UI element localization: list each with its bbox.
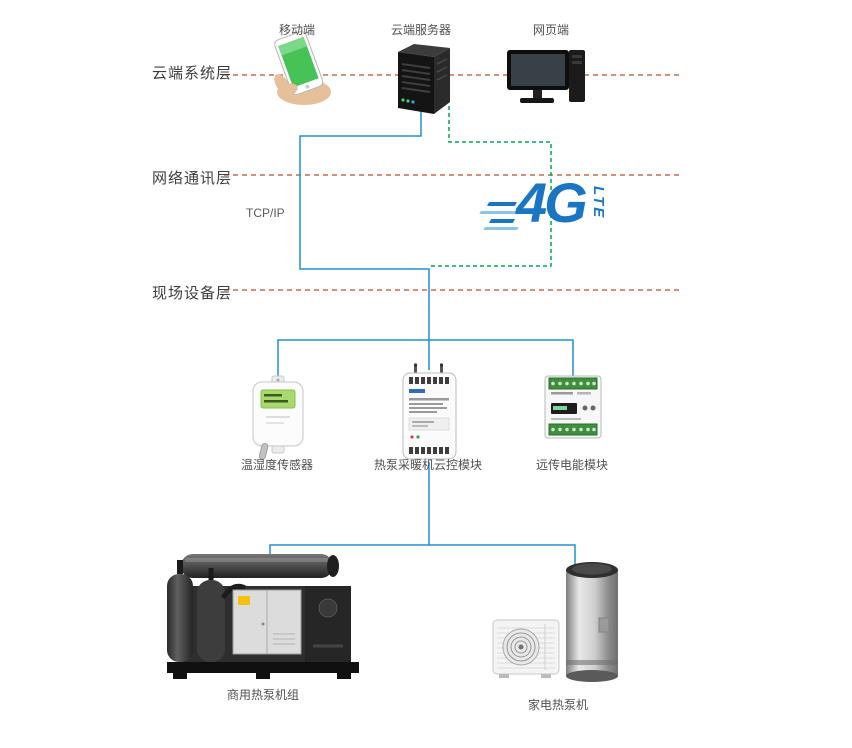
layer-label-field: 现场设备层 — [152, 285, 233, 302]
home-heat-pump-tank-icon — [566, 562, 618, 682]
temp-humidity-sensor-icon — [252, 375, 304, 460]
cloud-control-module-icon — [402, 363, 457, 460]
layer-label-network: 网络通讯层 — [152, 170, 233, 187]
lte-4g-text: 4G — [516, 171, 588, 234]
web-terminal-icon — [507, 50, 585, 103]
label-cloud-server: 云端服务器 — [390, 23, 452, 37]
lte-4g-logo: 4G LTE — [479, 172, 622, 250]
cloud-server-icon — [398, 44, 450, 114]
label-web: 网页端 — [532, 23, 570, 37]
label-mobile: 移动端 — [278, 23, 316, 37]
speed-line-icon — [488, 219, 516, 223]
label-remote-energy-module: 远传电能模块 — [535, 458, 609, 472]
remote-energy-module-icon — [544, 375, 602, 439]
speed-line-icon — [486, 202, 518, 206]
speed-line-icon — [479, 211, 521, 214]
commercial-heat-pump-icon — [167, 554, 359, 679]
lte-sub-text: LTE — [590, 186, 607, 220]
layer-label-cloud: 云端系统层 — [152, 65, 233, 82]
label-commercial-heat-pump: 商用热泵机组 — [226, 688, 300, 702]
label-home-heat-pump: 家电热泵机 — [527, 698, 589, 712]
label-temp-humidity-sensor: 温湿度传感器 — [240, 458, 314, 472]
label-cloud-control-module: 热泵采暖机云控模块 — [373, 458, 483, 472]
speed-line-icon — [483, 227, 519, 230]
tcpip-protocol-label: TCP/IP — [246, 206, 285, 220]
home-heat-pump-outdoor-icon — [492, 619, 560, 678]
mobile-phone-icon — [274, 31, 331, 105]
